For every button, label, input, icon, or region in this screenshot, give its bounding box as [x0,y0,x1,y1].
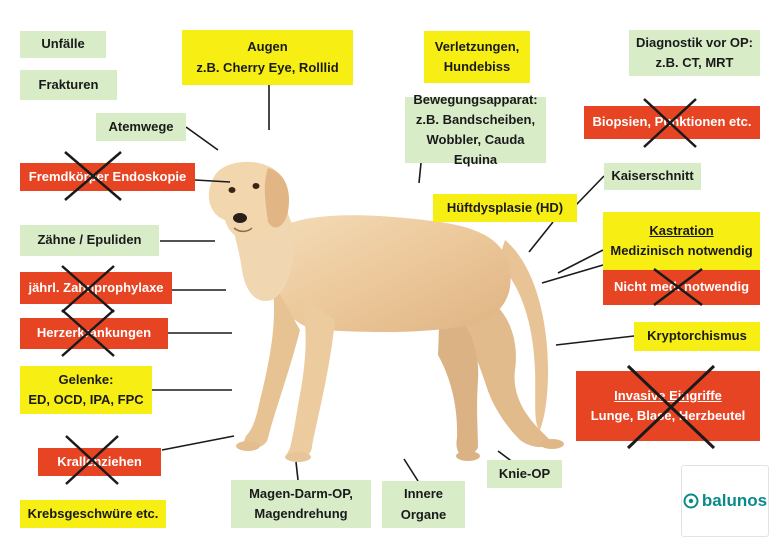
label-invasive-procedures: Invasive Eingriffe Lunge, Blase, Herzbeu… [576,371,760,441]
label-cancer: Krebsgeschwüre etc. [20,500,166,528]
cryptorchidism-text: Kryptorchismus [647,328,747,344]
eyes-line1: Augen [247,39,288,55]
joints-line1: Gelenke: [58,371,114,387]
label-injuries: Verletzungen, Hundebiss [424,31,530,83]
label-joints: Gelenke: ED, OCD, IPA, FPC [20,366,152,414]
invasive-title: Invasive Eingriffe [614,387,722,403]
musculoskeletal-line3: Wobbler, Cauda Equina [426,132,525,168]
label-heart-disease: Herzerkrankungen [20,318,168,349]
fractures-text: Frakturen [38,76,99,92]
dental-prophylaxis-text: jährl. Zahnprophylaxe [28,279,164,295]
label-fractures: Frakturen [20,70,117,100]
caesarean-text: Kaiserschnitt [611,168,694,184]
label-internal-organs: Innere Organe [382,481,465,528]
label-biopsies: Biopsien, Punktionen etc. [584,106,760,139]
castration-subtitle: Medizinisch notwendig [610,243,753,258]
label-not-medically-necessary: Nicht med. notwendig [603,270,760,305]
invasive-subtitle: Lunge, Blase, Herzbeutel [590,408,746,423]
hip-text: Hüftdysplasie (HD) [446,199,564,215]
label-knee-surgery: Knie-OP [487,460,562,488]
label-cryptorchidism: Kryptorchismus [634,322,760,351]
label-stomach-surgery: Magen-Darm-OP, Magendrehung [231,480,371,528]
diagnostics-line1: Diagnostik vor OP: [635,34,754,50]
label-musculoskeletal: Bewegungsapparat: z.B. Bandscheiben, Wob… [405,92,546,167]
label-airways: Atemwege [96,113,186,141]
stomach-line2: Magendrehung [254,506,348,521]
accidents-text: Unfälle [41,36,85,52]
label-foreign-body-endoscopy: Fremdkörper Endoskopie [20,163,195,191]
label-caesarean: Kaiserschnitt [604,163,701,190]
stomach-line1: Magen-Darm-OP, [249,485,353,501]
organs-line1: Innere [403,486,443,502]
foreign-body-text: Fremdkörper Endoskopie [28,168,187,184]
not-medical-text: Nicht med. notwendig [613,279,750,295]
musculoskeletal-line1: Bewegungsapparat: [413,91,538,107]
knee-text: Knie-OP [498,465,551,481]
balunos-logo-text: balunos [701,491,768,510]
balunos-logo-icon [683,493,699,509]
castration-title: Kastration [649,222,714,238]
balunos-logo: balunos [681,465,769,537]
airways-text: Atemwege [108,118,174,134]
heart-text: Herzerkrankungen [36,325,152,341]
joints-line2: ED, OCD, IPA, FPC [28,392,144,407]
label-claw-removal: Krallenziehen [38,448,161,476]
label-diagnostics: Diagnostik vor OP: z.B. CT, MRT [629,30,760,76]
label-hip-dysplasia: Hüftdysplasie (HD) [433,194,577,222]
cancer-text: Krebsgeschwüre etc. [27,505,159,521]
claws-text: Krallenziehen [57,453,142,469]
label-eyes: Augen z.B. Cherry Eye, Rolllid [182,30,353,85]
injuries-line2: Hundebiss [443,59,511,74]
label-castration: Kastration Medizinisch notwendig [603,212,760,270]
label-dental-prophylaxis: jährl. Zahnprophylaxe [20,272,172,304]
biopsies-text: Biopsien, Punktionen etc. [592,114,752,130]
label-accidents: Unfälle [20,31,106,58]
diagnostics-line2: z.B. CT, MRT [655,55,734,70]
label-teeth-epulides: Zähne / Epuliden [20,225,159,256]
organs-line2: Organe [400,506,447,522]
musculoskeletal-line2: z.B. Bandscheiben, [415,111,536,127]
injuries-line1: Verletzungen, [434,38,520,54]
teeth-text: Zähne / Epuliden [37,232,142,248]
eyes-line2: z.B. Cherry Eye, Rolllid [196,59,339,75]
